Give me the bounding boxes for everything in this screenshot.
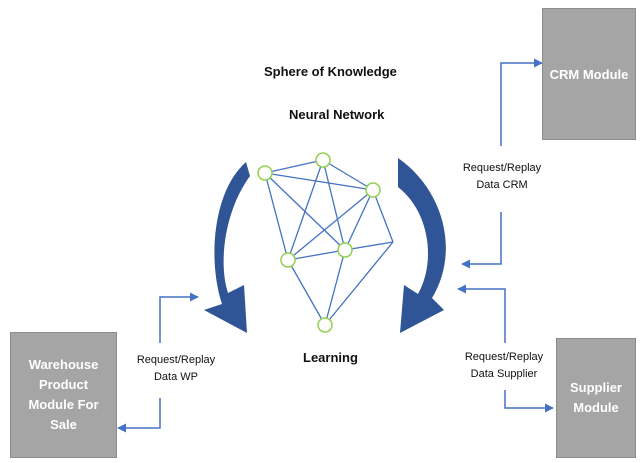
wp-request-label: Request/Replay Data WP	[131, 352, 221, 386]
right-curved-arrow	[398, 158, 446, 333]
network-node	[315, 152, 331, 168]
network-node	[317, 317, 333, 333]
crm-request-line-1: Request/Replay	[462, 162, 542, 174]
supplier-module-line-1: Supplier	[569, 380, 622, 395]
network-nodes	[257, 152, 381, 333]
network-node	[280, 252, 296, 268]
supplier-request-line-1: Request/Replay	[464, 351, 544, 363]
crm-module-label: CRM Module	[549, 67, 629, 82]
supplier-request-label: Request/Replay Data Supplier	[456, 349, 552, 383]
wp-connector	[117, 292, 199, 433]
wp-request-line-2: Data WP	[153, 371, 198, 383]
left-curved-arrow	[204, 162, 250, 333]
neural-heading: Neural Network	[289, 107, 385, 122]
crm-module: CRM Module	[542, 8, 636, 140]
network-edges	[264, 159, 394, 326]
supplier-module-line-2: Module	[573, 400, 619, 415]
network-node	[337, 242, 353, 258]
warehouse-module-line-1: Warehouse	[28, 357, 99, 372]
warehouse-module-line-4: Sale	[50, 417, 77, 432]
crm-request-line-2: Data CRM	[476, 179, 528, 191]
supplier-module: Supplier Module	[556, 338, 636, 458]
supplier-request-line-2: Data Supplier	[470, 368, 538, 380]
wp-request-line-1: Request/Replay	[136, 354, 216, 366]
network-node	[257, 165, 273, 181]
sphere-heading: Sphere of Knowledge	[264, 64, 397, 79]
learning-heading: Learning	[303, 350, 358, 365]
crm-request-label: Request/Replay Data CRM	[462, 160, 542, 194]
crm-connector	[461, 58, 543, 269]
network-node	[365, 182, 381, 198]
warehouse-module-line-3: Module For	[28, 397, 99, 412]
supplier-connector	[457, 284, 554, 413]
warehouse-module-line-2: Product	[38, 377, 89, 392]
warehouse-module: Warehouse Product Module For Sale	[10, 332, 117, 458]
